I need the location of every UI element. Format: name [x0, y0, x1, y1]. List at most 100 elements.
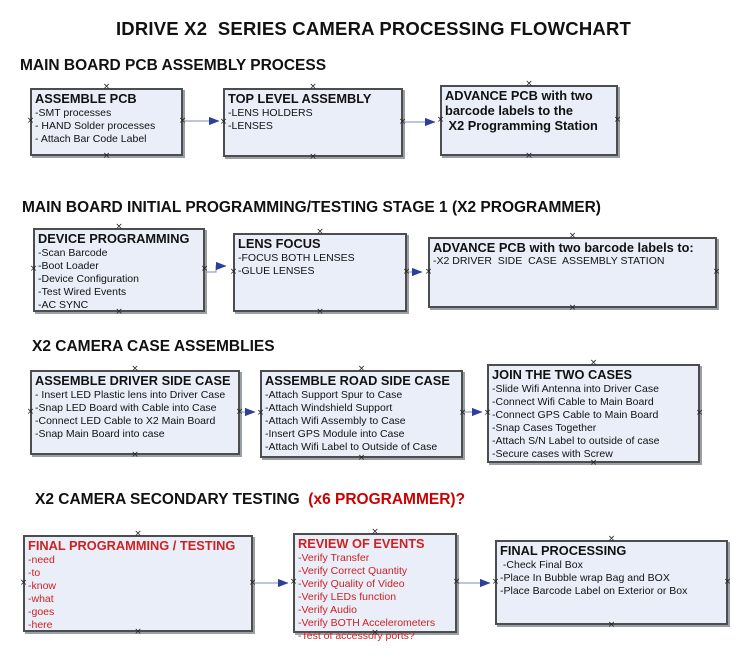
box-title: TOP LEVEL ASSEMBLY [228, 91, 372, 106]
anchor-marker [26, 408, 35, 417]
box-title: ADVANCE PCB with two [445, 88, 593, 103]
box-item: -Test of accessory ports? [298, 630, 415, 642]
box-item: -Attach S/N Label to outside of case [492, 435, 660, 447]
box-item: -Verify LEDs function [298, 591, 397, 603]
box-item: -Connect LED Cable to X2 Main Board [35, 415, 216, 427]
anchor-marker [452, 578, 461, 587]
box-item: -know [28, 580, 57, 592]
flow-box-advance-pcb-programming-station: ADVANCE PCB with two barcode labels to t… [440, 85, 618, 156]
box-item: -Verify Quality of Video [298, 578, 405, 590]
box-item: -Connect Wifi Cable to Main Board [492, 396, 654, 408]
box-title: DEVICE PROGRAMMING [38, 231, 190, 246]
anchor-marker [398, 118, 407, 127]
box-item: -Verify Transfer [298, 552, 370, 564]
anchor-marker [458, 409, 467, 418]
box-title: REVIEW OF EVENTS [298, 536, 425, 551]
anchor-marker [219, 118, 228, 127]
box-item: -Snap LED Board with Cable into Case [35, 402, 217, 414]
anchor-marker [178, 117, 187, 126]
section-heading-text: X2 CAMERA SECONDARY TESTING [35, 491, 304, 508]
flow-box-review-of-events: REVIEW OF EVENTS -Verify Transfer -Verif… [293, 533, 457, 642]
box-item: -GLUE LENSES [238, 265, 315, 277]
box-title: ASSEMBLE DRIVER SIDE CASE [35, 373, 231, 388]
box-title-line: barcode labels to the [445, 103, 574, 118]
anchor-marker [424, 268, 433, 277]
anchor-marker [483, 409, 492, 418]
box-item: -Secure cases with Screw [492, 448, 613, 460]
box-item: - HAND Solder processes [35, 120, 156, 132]
flow-box-final-processing: FINAL PROCESSING -Check Final Box -Place… [495, 540, 728, 625]
anchor-marker [256, 409, 265, 418]
anchor-marker [229, 268, 238, 277]
section-heading-secondary-testing: X2 CAMERA SECONDARY TESTING (x6 PROGRAMM… [35, 491, 465, 509]
box-item: -LENS HOLDERS [228, 107, 313, 119]
box-item: -Place Barcode Label on Exterior or Box [500, 585, 688, 597]
box-item: -Verify Audio [298, 604, 357, 616]
anchor-marker [29, 265, 38, 274]
anchor-marker [436, 116, 445, 125]
box-item: -Attach Windshield Support [265, 402, 393, 414]
anchor-marker [235, 408, 244, 417]
box-item: -Connect GPS Cable to Main Board [492, 409, 659, 421]
box-title: ADVANCE PCB with two barcode labels to: [433, 240, 694, 255]
box-title-line: X2 Programming Station [445, 118, 598, 133]
flow-box-assemble-driver-side-case: ASSEMBLE DRIVER SIDE CASE - Insert LED P… [30, 370, 240, 455]
box-title: FINAL PROGRAMMING / TESTING [28, 538, 236, 553]
box-item: -Attach Support Spur to Case [265, 389, 403, 401]
anchor-marker [712, 268, 721, 277]
flow-box-device-programming: DEVICE PROGRAMMING -Scan Barcode -Boot L… [33, 228, 205, 312]
box-item: -Place In Bubble wrap Bag and BOX [500, 572, 670, 584]
anchor-marker [200, 265, 209, 274]
anchor-marker [289, 578, 298, 587]
box-item: -Test Wired Events [38, 286, 127, 298]
anchor-marker [248, 579, 257, 588]
box-item: -here [28, 619, 53, 631]
box-item: -Attach Wifi Assembly to Case [265, 415, 406, 427]
box-item: -goes [28, 606, 55, 618]
anchor-marker [19, 579, 28, 588]
box-item: -need [28, 554, 55, 566]
anchor-marker [723, 578, 732, 587]
box-item: - Insert LED Plastic lens into Driver Ca… [35, 389, 226, 401]
anchor-marker [26, 117, 35, 126]
box-item: -LENSES [228, 120, 273, 132]
anchor-marker [613, 116, 622, 125]
flow-box-assemble-road-side-case: ASSEMBLE ROAD SIDE CASE -Attach Support … [260, 370, 463, 458]
box-item: -Slide Wifi Antenna into Driver Case [492, 383, 659, 395]
flow-box-advance-pcb-driver-side: ADVANCE PCB with two barcode labels to: … [428, 237, 717, 308]
box-item: -Check Final Box [500, 559, 583, 571]
section-heading-pcb-assembly: MAIN BOARD PCB ASSEMBLY PROCESS [20, 57, 327, 74]
box-item: -Verify BOTH Accelerometers [298, 617, 436, 629]
box-title: LENS FOCUS [238, 236, 321, 251]
box-item: -SMT processes [35, 107, 112, 119]
box-item: -Attach Wifi Label to Outside of Case [265, 441, 438, 453]
box-item: -to [28, 567, 41, 579]
box-item: -what [28, 593, 54, 605]
connector-arrow [206, 261, 227, 273]
box-item: -FOCUS BOTH LENSES [238, 252, 355, 264]
page-title: IDRIVE X2 SERIES CAMERA PROCESSING FLOWC… [115, 18, 632, 39]
box-item: -Insert GPS Module into Case [265, 428, 405, 440]
box-title: ASSEMBLE PCB [35, 91, 137, 106]
flow-box-assemble-pcb: ASSEMBLE PCB -SMT processes - HAND Solde… [30, 88, 183, 156]
box-item: -Boot Loader [38, 260, 99, 272]
box-item: -Snap Cases Together [492, 422, 597, 434]
flow-box-lens-focus: LENS FOCUS -FOCUS BOTH LENSES -GLUE LENS… [233, 233, 407, 312]
box-item: -Verify Correct Quantity [298, 565, 408, 577]
box-item: - Attach Bar Code Label [35, 133, 147, 145]
box-item: -Device Configuration [38, 273, 139, 285]
box-item: -AC SYNC [38, 299, 89, 311]
anchor-marker [402, 268, 411, 277]
anchor-marker [491, 578, 500, 587]
box-title: FINAL PROCESSING [500, 543, 627, 558]
box-item: -Scan Barcode [38, 247, 108, 259]
section-heading-case-assemblies: X2 CAMERA CASE ASSEMBLIES [32, 338, 275, 355]
box-item: -Snap Main Board into case [35, 428, 165, 440]
section-heading-initial-programming: MAIN BOARD INITIAL PROGRAMMING/TESTING S… [22, 199, 601, 216]
flow-box-final-programming-testing: FINAL PROGRAMMING / TESTING -need -to -k… [23, 535, 253, 632]
box-title: ASSEMBLE ROAD SIDE CASE [265, 373, 450, 388]
flow-box-top-level-assembly: TOP LEVEL ASSEMBLY -LENS HOLDERS -LENSES [223, 88, 403, 157]
flow-box-join-the-two-cases: JOIN THE TWO CASES -Slide Wifi Antenna i… [487, 364, 700, 463]
box-title: JOIN THE TWO CASES [492, 367, 633, 382]
